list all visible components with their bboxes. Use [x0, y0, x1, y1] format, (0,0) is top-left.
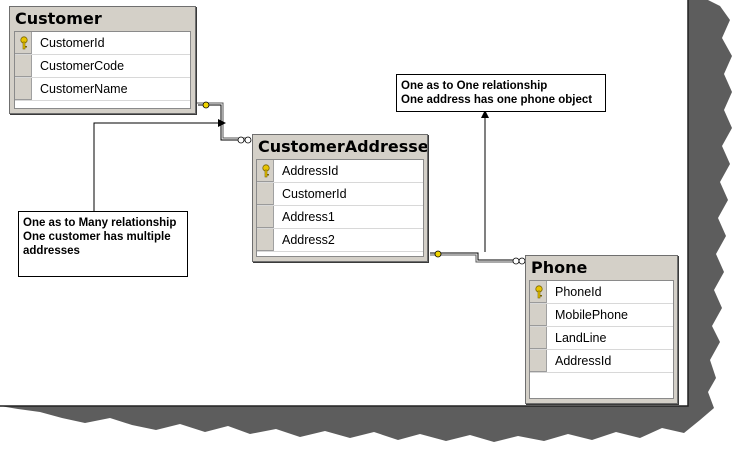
column-row[interactable]: CustomerId: [15, 32, 190, 55]
column-name: PhoneId: [555, 285, 602, 299]
primary-key-icon: [262, 164, 270, 178]
note-one-to-many: One as to Many relationship One customer…: [18, 211, 188, 277]
column-row[interactable]: AddressId: [530, 350, 673, 373]
row-selector[interactable]: [15, 55, 32, 77]
callout-arrow-one-to-many: [93, 119, 226, 211]
note-line: addresses: [23, 245, 80, 257]
row-selector[interactable]: [257, 183, 274, 205]
column-name: AddressId: [555, 354, 612, 368]
table-customer-addresses[interactable]: CustomerAddresses AddressId CustomerId A…: [252, 134, 428, 262]
column-row[interactable]: CustomerCode: [15, 55, 190, 78]
column-name: Address2: [282, 233, 335, 247]
row-selector[interactable]: [530, 350, 547, 372]
primary-key-icon: [535, 285, 543, 299]
note-one-to-one: One as to One relationship One address h…: [396, 74, 606, 112]
table-customer[interactable]: Customer CustomerId CustomerCode Custome…: [9, 6, 196, 114]
callout-arrow-one-to-one: [481, 110, 489, 252]
column-row[interactable]: CustomerId: [257, 183, 423, 206]
column-row[interactable]: PhoneId: [530, 281, 673, 304]
column-row[interactable]: MobilePhone: [530, 304, 673, 327]
column-name: MobilePhone: [555, 308, 628, 322]
column-list: CustomerId CustomerCode CustomerName: [14, 31, 191, 109]
one-end-marker: [202, 101, 210, 109]
column-name: CustomerId: [282, 187, 347, 201]
row-selector[interactable]: [15, 78, 32, 100]
row-selector[interactable]: [530, 304, 547, 326]
column-name: CustomerName: [40, 82, 128, 96]
note-line: One as to One relationship: [401, 80, 548, 92]
note-line: One as to Many relationship: [23, 217, 177, 229]
row-selector[interactable]: [257, 229, 274, 251]
table-phone[interactable]: Phone PhoneId MobilePhone LandLine Addre…: [525, 255, 678, 404]
one-end-marker: [512, 257, 520, 265]
column-name: LandLine: [555, 331, 607, 345]
column-list: AddressId CustomerId Address1 Address2: [256, 159, 424, 257]
note-line: One customer has multiple: [23, 231, 171, 243]
many-end-marker: [244, 136, 252, 144]
column-row[interactable]: Address2: [257, 229, 423, 252]
column-row[interactable]: Address1: [257, 206, 423, 229]
row-selector[interactable]: [530, 327, 547, 349]
column-list: PhoneId MobilePhone LandLine AddressId: [529, 280, 674, 399]
column-name: AddressId: [282, 164, 339, 178]
column-row[interactable]: CustomerName: [15, 78, 190, 101]
row-selector[interactable]: [257, 206, 274, 228]
one-end-marker: [434, 250, 442, 258]
column-name: CustomerId: [40, 36, 105, 50]
note-line: One address has one phone object: [401, 94, 593, 106]
column-name: Address1: [282, 210, 335, 224]
column-row[interactable]: AddressId: [257, 160, 423, 183]
connector-customer-addresses: [196, 101, 252, 144]
column-row[interactable]: LandLine: [530, 327, 673, 350]
many-end-marker: [237, 136, 245, 144]
table-title: Phone: [531, 258, 588, 277]
table-title: CustomerAddresses: [258, 137, 427, 156]
primary-key-icon: [20, 36, 28, 50]
table-title: Customer: [15, 9, 102, 28]
connector-address-phone: [430, 250, 526, 265]
column-name: CustomerCode: [40, 59, 125, 73]
